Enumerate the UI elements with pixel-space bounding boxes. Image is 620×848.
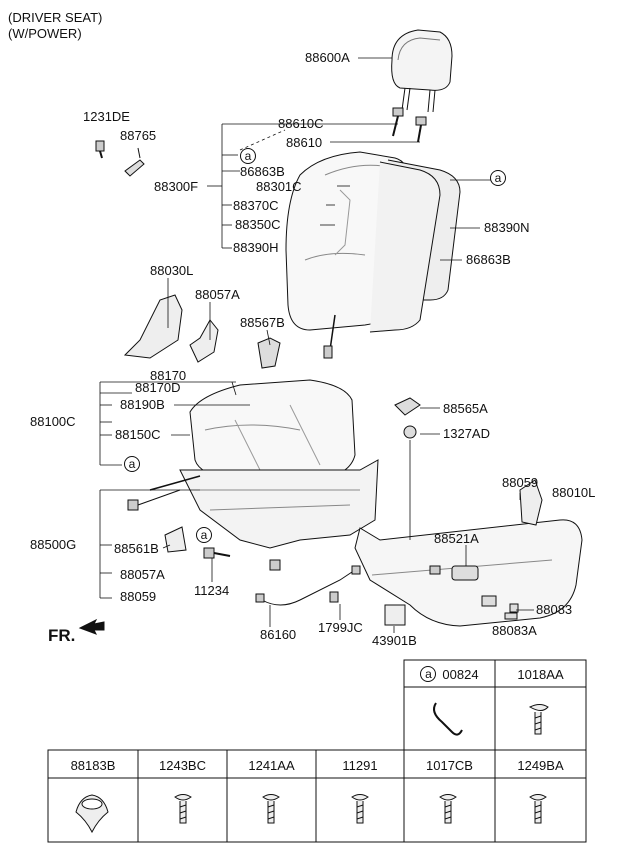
label-1799JC[interactable]: 1799JC: [318, 620, 363, 635]
label-1327AD[interactable]: 1327AD: [443, 426, 490, 441]
table-header-1249BA[interactable]: 1249BA: [517, 758, 564, 773]
label-88370C[interactable]: 88370C: [233, 198, 279, 213]
label-86863B-2[interactable]: 86863B: [466, 252, 511, 267]
leader-lines: [99, 57, 534, 633]
label-43901B[interactable]: 43901B: [372, 633, 417, 648]
header-line-1: (DRIVER SEAT): [8, 10, 103, 25]
label-88521A[interactable]: 88521A: [434, 531, 479, 546]
grommet-icon: [75, 794, 109, 834]
table-header-88183B[interactable]: 88183B: [70, 758, 116, 773]
label-11234[interactable]: 11234: [194, 583, 230, 598]
table-header-1243BC[interactable]: 1243BC: [159, 758, 206, 773]
label-88170[interactable]: 88170: [150, 368, 187, 383]
label-1231DE[interactable]: 1231DE: [83, 109, 130, 124]
table-header-1018AA[interactable]: 1018AA: [517, 667, 564, 682]
front-arrow-icon: [78, 618, 105, 635]
label-88190B[interactable]: 88190B: [120, 397, 165, 412]
label-88561B[interactable]: 88561B: [114, 541, 159, 556]
table-header-00824[interactable]: a 00824: [404, 664, 495, 684]
label-88059-1[interactable]: 88059: [502, 475, 539, 490]
label-88057A-2[interactable]: 88057A: [120, 567, 165, 582]
label-88083[interactable]: 88083: [536, 602, 573, 617]
parts-table-grid: [47, 659, 587, 843]
label-88350C[interactable]: 88350C: [235, 217, 281, 232]
clip-icon: [433, 702, 463, 736]
label-88390H[interactable]: 88390H: [233, 240, 279, 255]
label-86160[interactable]: 86160: [260, 627, 297, 642]
power-switch-drawing: [429, 565, 479, 581]
table-header-1017CB[interactable]: 1017CB: [426, 758, 473, 773]
label-88567B[interactable]: 88567B: [240, 315, 285, 330]
front-direction-label: FR.: [48, 626, 76, 645]
label-88765[interactable]: 88765: [120, 128, 157, 143]
label-88610C[interactable]: 88610C: [278, 116, 324, 131]
marker-a: a: [490, 170, 506, 186]
label-88150C[interactable]: 88150C: [115, 427, 161, 442]
marker-a: a: [240, 148, 256, 164]
header-line-2: (W/POWER): [8, 26, 82, 41]
marker-a: a: [420, 666, 437, 682]
label-88600A[interactable]: 88600A: [305, 50, 350, 65]
label-88390N[interactable]: 88390N: [484, 220, 530, 235]
headrest-drawing: [391, 29, 453, 113]
marker-a: a: [196, 527, 212, 543]
seat-back-drawing: [285, 151, 461, 359]
small-parts-right-drawing: [164, 397, 519, 626]
seat-frame-drawing: [127, 459, 379, 571]
headrest-guides-drawing: [392, 107, 427, 143]
label-88030L[interactable]: 88030L: [150, 263, 194, 278]
table-header-1241AA[interactable]: 1241AA: [248, 758, 295, 773]
label-86863B-1[interactable]: 86863B: [240, 164, 285, 179]
label-88300F[interactable]: 88300F: [154, 179, 199, 194]
small-screw-clip-drawing: [95, 140, 145, 177]
table-code: 00824: [442, 666, 479, 682]
marker-a: a: [124, 456, 140, 472]
label-88010L[interactable]: 88010L: [552, 485, 596, 500]
label-88100C[interactable]: 88100C: [30, 414, 76, 429]
label-88565A[interactable]: 88565A: [443, 401, 488, 416]
table-header-11291[interactable]: 11291: [342, 758, 378, 773]
screw-icon-1018aa: [528, 704, 549, 735]
screw-icon-row: [174, 794, 547, 824]
label-88301C[interactable]: 88301C: [256, 179, 302, 194]
label-88500G[interactable]: 88500G: [30, 537, 77, 552]
label-88170D[interactable]: 88170D: [135, 380, 181, 395]
label-88610[interactable]: 88610: [286, 135, 323, 150]
label-88057A-1[interactable]: 88057A: [195, 287, 240, 302]
label-88059-2[interactable]: 88059: [120, 589, 157, 604]
seat-cushion-drawing: [189, 379, 356, 479]
label-88083A[interactable]: 88083A: [492, 623, 537, 638]
recliner-cover-drawing: [123, 294, 281, 369]
wire-harness-drawing: [255, 565, 361, 606]
